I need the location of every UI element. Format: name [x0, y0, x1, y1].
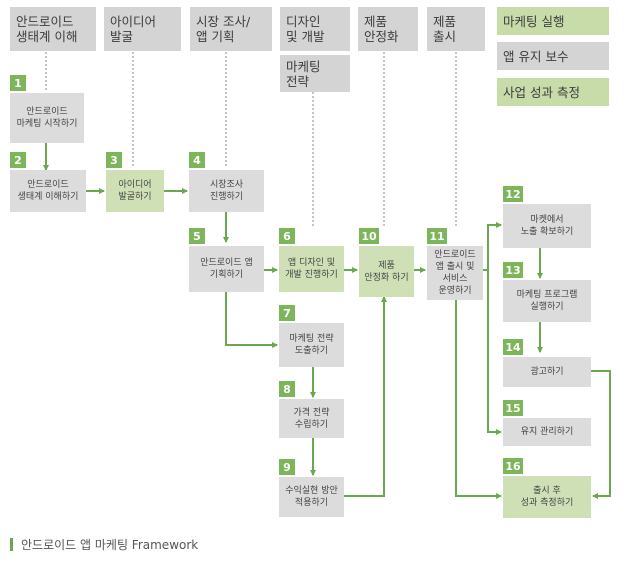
step-7-number: 7 [279, 305, 295, 321]
header-measure-label: 사업 성과 측정 [503, 84, 580, 100]
header-product: 제품 안정화 [358, 7, 418, 51]
header-maintain: 앱 유지 보수 [497, 42, 609, 70]
header-android-ecosystem: 안드로이드 생태계 이해 [10, 7, 96, 51]
arrow-11-15 [487, 270, 502, 435]
header-market-research-label: 시장 조사/ 앱 기획 [196, 14, 251, 44]
step-4-box: 시장조사 진행하기 [189, 170, 264, 212]
header-measure: 사업 성과 측정 [497, 78, 609, 106]
dotted-guides [45, 52, 457, 226]
step-15-number: 15 [503, 400, 523, 416]
header-strategy: 마케팅 전략 [280, 55, 350, 92]
step-6-number: 6 [279, 228, 295, 244]
step-11-number: 11 [427, 228, 447, 244]
header-idea: 아이디어 발굴 [104, 7, 181, 51]
step-8-number: 8 [279, 381, 295, 397]
header-design: 디자인 및 개발 [280, 7, 350, 51]
step-11-box: 안드로이드 앱 출시 및 서비스 운영하기 [427, 246, 483, 300]
step-3-box: 아이디어 발굴하기 [106, 170, 164, 212]
header-strategy-label: 마케팅 전략 [286, 58, 321, 89]
header-execute: 마케팅 실행 [497, 7, 609, 35]
step-13-box: 마케팅 프로그램 실행하기 [503, 280, 591, 322]
header-idea-label: 아이디어 발굴 [110, 14, 157, 44]
step-8-box: 가격 전략 수립하기 [279, 399, 344, 438]
step-5-number: 5 [189, 228, 205, 244]
caption-text: 안드로이드 앱 마케팅 Framework [21, 538, 199, 552]
arrow-5-7 [225, 292, 278, 348]
header-product-label: 제품 안정화 [364, 14, 399, 44]
header-execute-label: 마케팅 실행 [503, 13, 565, 29]
arrow-11-12 [483, 222, 502, 271]
flow-connectors [43, 52, 611, 499]
step-9-number: 9 [279, 459, 295, 475]
step-1-number: 1 [10, 75, 26, 91]
step-2-number: 2 [10, 152, 26, 168]
step-13-number: 13 [503, 262, 523, 278]
step-16-number: 16 [503, 458, 523, 474]
step-14-box: 광고하기 [503, 357, 591, 387]
step-7-box: 마케팅 전략 도출하기 [279, 323, 344, 367]
step-4-number: 4 [189, 152, 205, 168]
step-14-number: 14 [503, 339, 523, 355]
arrow-9-10 [344, 296, 387, 497]
header-market-research: 시장 조사/ 앱 기획 [190, 7, 272, 51]
step-2-box: 안드로이드 생태계 이해하기 [10, 170, 86, 212]
header-design-label: 디자인 및 개발 [286, 14, 325, 44]
step-12-box: 마켓에서 노출 확보하기 [503, 204, 591, 248]
step-3-number: 3 [106, 152, 122, 168]
figure-caption: 안드로이드 앱 마케팅 Framework [10, 536, 198, 553]
step-6-box: 앱 디자인 및 개발 진행하기 [279, 246, 344, 292]
header-android-ecosystem-label: 안드로이드 생태계 이해 [16, 14, 78, 44]
step-16-box: 출시 후 성과 측정하기 [503, 476, 591, 518]
step-5-box: 안드로이드 앱 기획하기 [189, 246, 264, 292]
caption-marker [10, 538, 13, 551]
arrow-14-16 [591, 370, 611, 499]
header-maintain-label: 앱 유지 보수 [503, 48, 569, 64]
arrow-11-16 [455, 300, 502, 499]
header-release-label: 제품 출시 [433, 14, 457, 44]
step-10-box: 제품 안정화 하기 [359, 246, 414, 297]
step-10-number: 10 [359, 228, 379, 244]
step-15-box: 유지 관리하기 [503, 418, 591, 446]
step-12-number: 12 [503, 186, 523, 202]
header-release: 제품 출시 [427, 7, 485, 51]
step-9-box: 수익실현 방안 적용하기 [279, 477, 344, 517]
step-1-box: 안드로이드 마케팅 시작하기 [10, 93, 84, 143]
